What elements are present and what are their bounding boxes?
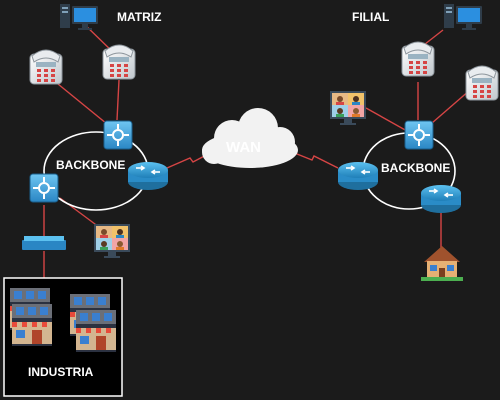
computer-icon bbox=[444, 4, 482, 30]
video-conference-icon bbox=[330, 91, 366, 125]
hub-icon bbox=[22, 236, 66, 250]
video-conference-icon bbox=[94, 224, 130, 258]
switch-icon bbox=[103, 120, 133, 150]
house-icon bbox=[421, 246, 463, 281]
router-icon bbox=[420, 184, 462, 214]
phone-icon bbox=[465, 65, 499, 101]
phone-icon bbox=[29, 49, 63, 85]
router-icon bbox=[127, 161, 169, 191]
computer-icon bbox=[60, 4, 98, 30]
phone-icon bbox=[401, 41, 435, 77]
switch-icon bbox=[29, 173, 59, 203]
wan-label: WAN bbox=[226, 139, 261, 156]
backbone-right-label: BACKBONE bbox=[381, 161, 450, 175]
industria-label: INDUSTRIA bbox=[28, 365, 94, 379]
phone-icon bbox=[102, 44, 136, 80]
switch-icon bbox=[404, 120, 434, 150]
cloud-icon bbox=[202, 108, 298, 168]
router-icon bbox=[337, 161, 379, 191]
network-links bbox=[43, 21, 471, 282]
backbone-left-label: BACKBONE bbox=[56, 158, 125, 172]
matriz-label: MATRIZ bbox=[117, 10, 161, 24]
filial-label: FILIAL bbox=[352, 10, 389, 24]
